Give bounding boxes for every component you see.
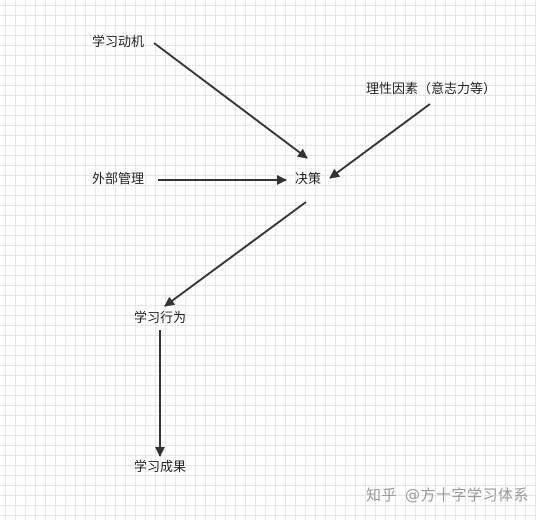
watermark: 知乎 @方十字学习体系 <box>366 486 529 504</box>
node-learning-behavior: 学习行为 <box>134 311 187 326</box>
watermark-site: 知乎 <box>366 486 398 504</box>
node-rational-factors: 理性因素（意志力等） <box>366 82 497 97</box>
edge-decide-to-behavior <box>164 201 307 307</box>
node-learning-result: 学习成果 <box>134 460 187 475</box>
node-decision: 决策 <box>295 172 322 187</box>
node-learning-motivation: 学习动机 <box>92 35 145 50</box>
edge-rational-to-decide <box>329 103 431 179</box>
edge-motive-to-decide <box>153 42 308 159</box>
watermark-author: @方十字学习体系 <box>405 486 530 504</box>
node-external-management: 外部管理 <box>92 172 145 187</box>
